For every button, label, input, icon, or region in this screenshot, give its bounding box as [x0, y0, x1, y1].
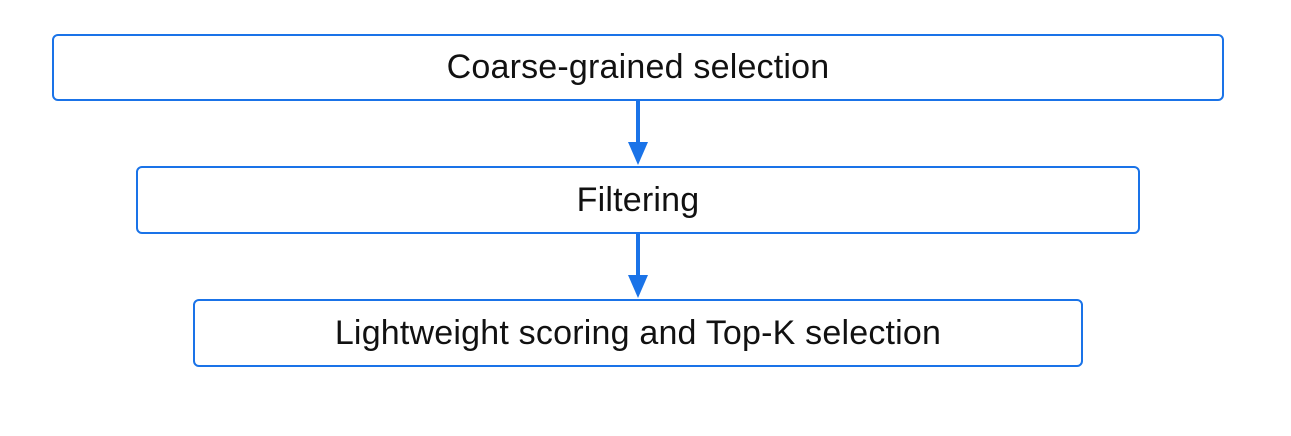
- stage-label: Filtering: [576, 180, 700, 219]
- arrow-coarse-to-filtering: [628, 101, 648, 165]
- arrow-filtering-to-scoring: [628, 234, 648, 298]
- stage-label: Lightweight scoring and Top-K selection: [334, 313, 942, 352]
- stage-box-coarse-grained-selection: Coarse-grained selection: [52, 34, 1224, 101]
- stage-box-lightweight-scoring: Lightweight scoring and Top-K selection: [193, 299, 1083, 367]
- stage-label: Coarse-grained selection: [446, 48, 830, 86]
- stage-box-filtering: Filtering: [136, 166, 1140, 234]
